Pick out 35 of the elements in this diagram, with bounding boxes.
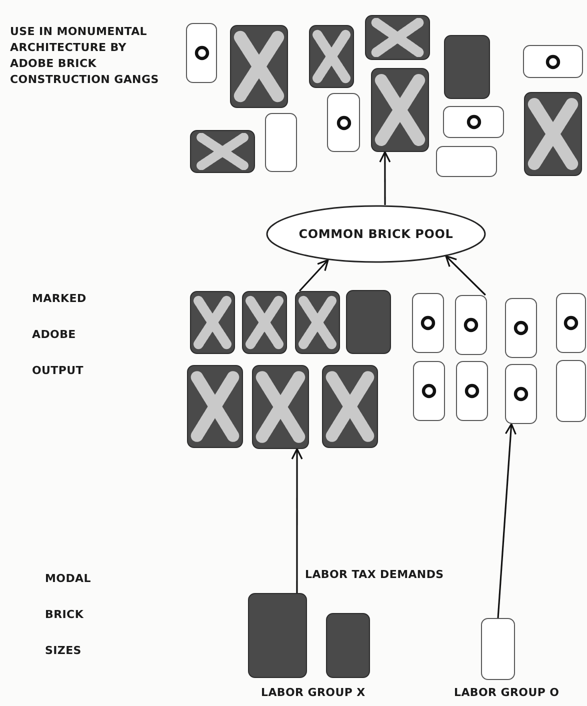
brick: [413, 361, 445, 421]
text-label: ADOBE: [32, 327, 77, 343]
brick: [186, 23, 217, 83]
text-label: OUTPUT: [32, 363, 84, 379]
brick: [505, 364, 537, 424]
text-label: USE IN MONUMENTAL ARCHITECTURE BY ADOBE BRICK CONSTRUCTION GANGS: [10, 24, 160, 88]
text-label: BRICK: [45, 607, 85, 623]
brick: [444, 35, 490, 99]
brick: [556, 360, 586, 422]
brick: [412, 293, 444, 353]
brick: [248, 593, 307, 678]
brick: [346, 290, 391, 354]
text-label: LABOR GROUP O: [454, 685, 560, 701]
text-label: SIZES: [45, 643, 82, 659]
text-label: LABOR GROUP X: [261, 685, 366, 701]
brick: [455, 295, 487, 355]
brick: [436, 146, 497, 177]
brick: [523, 45, 583, 78]
arrow: [291, 448, 303, 593]
brick: [265, 113, 297, 172]
brick: [443, 106, 504, 138]
brick: [456, 361, 488, 421]
arrow: [298, 259, 329, 292]
arrow: [497, 423, 516, 618]
text-label: LABOR TAX DEMANDS: [305, 567, 445, 583]
brick: [481, 618, 515, 680]
text-label: MARKED: [32, 291, 88, 307]
pool-label: COMMON BRICK POOL: [298, 227, 454, 241]
brick: [326, 613, 370, 678]
arrow: [445, 255, 486, 296]
text-label: MODAL: [45, 571, 92, 587]
brick: [556, 293, 586, 353]
brick: [505, 298, 537, 358]
arrow: [379, 151, 391, 205]
brick: [327, 93, 360, 152]
